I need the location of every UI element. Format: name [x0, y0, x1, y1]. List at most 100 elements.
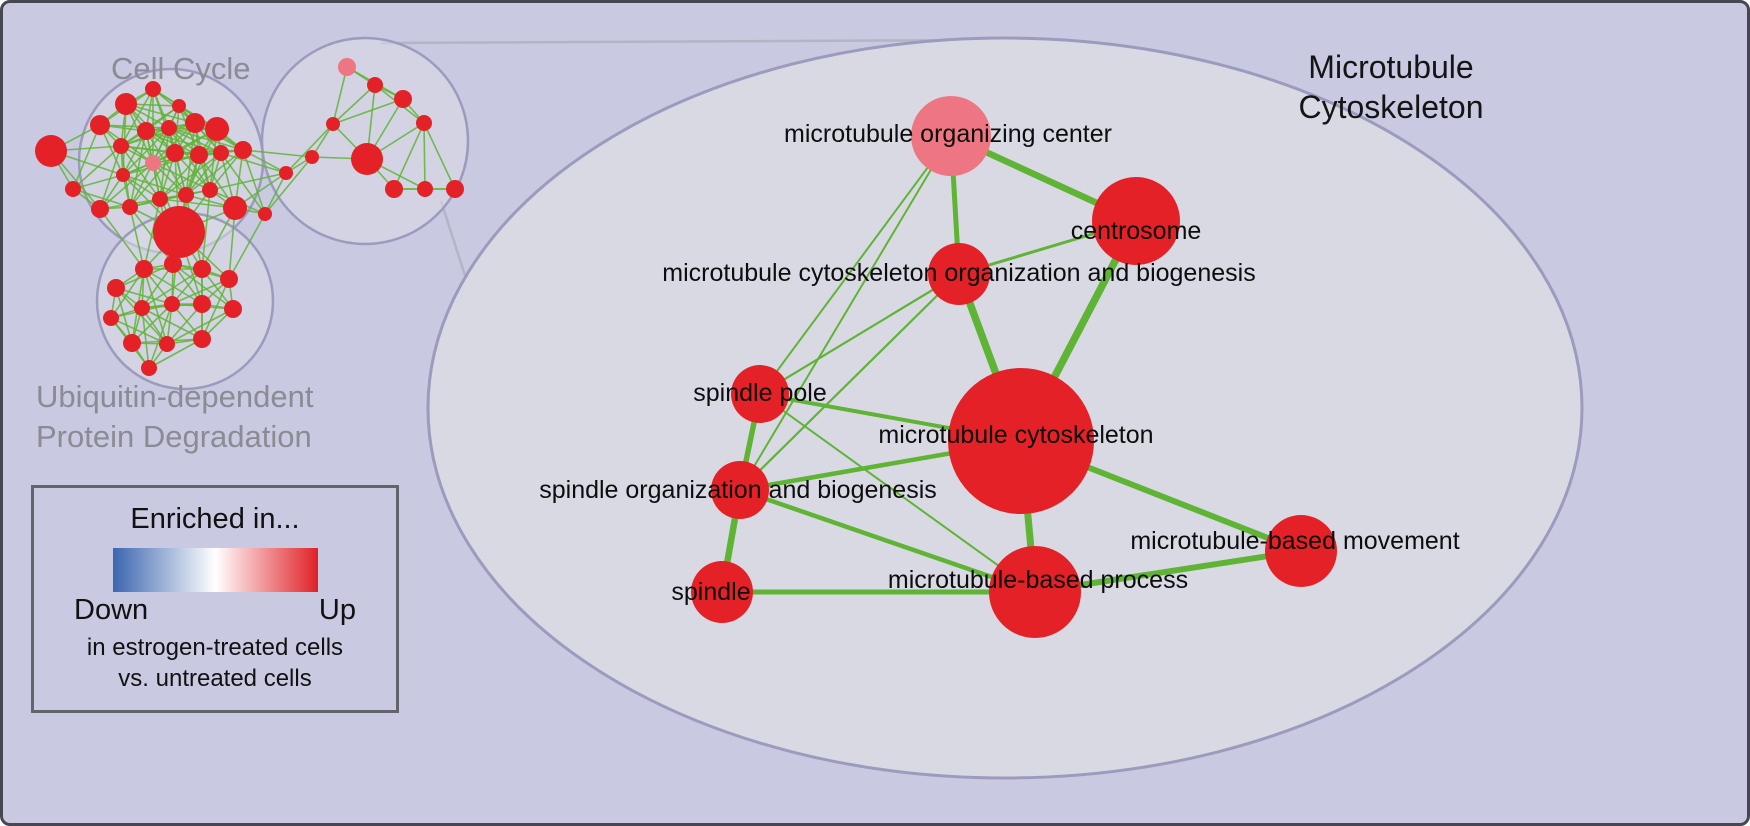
- mini-node: [35, 135, 67, 167]
- mini-edge: [148, 303, 173, 369]
- mini-edge: [423, 122, 456, 190]
- legend-caption-line2: vs. untreated cells: [118, 665, 312, 692]
- edge-spindle_pole-mbp: [759, 393, 1036, 593]
- mini-edge: [159, 152, 222, 200]
- mini-edge: [332, 84, 376, 125]
- mini-edge: [185, 149, 244, 196]
- mini-node: [166, 144, 184, 162]
- node-mbp: [989, 546, 1081, 638]
- mini-edge: [129, 206, 145, 270]
- cluster-circle-microtubule-small: [260, 36, 470, 246]
- mini-edge: [185, 152, 222, 196]
- mini-node: [115, 93, 137, 115]
- mini-node: [193, 260, 211, 278]
- mini-edge: [242, 149, 266, 215]
- mini-edge: [264, 156, 313, 215]
- mini-node: [213, 145, 229, 161]
- mini-node: [113, 138, 129, 154]
- mini-node: [367, 77, 383, 93]
- mini-node: [65, 181, 81, 197]
- cluster-title-cell-cycle-text: Cell Cycle: [111, 51, 251, 86]
- node-centrosome: [1092, 177, 1180, 265]
- mini-edge: [120, 88, 154, 147]
- detail-title-microtubule-cytoskeleton: Microtubule Cytoskeleton: [1281, 47, 1501, 127]
- legend-down-label: Down: [74, 594, 149, 626]
- legend-caption-line1: in estrogen-treated cells: [86, 634, 344, 661]
- mini-edge: [72, 124, 101, 190]
- cluster-title-ubiquitin: Ubiquitin-dependent Protein Degradation: [36, 377, 314, 457]
- cluster-title-cell-cycle: Cell Cycle: [111, 49, 251, 89]
- mini-node: [385, 180, 403, 198]
- detail-title-line1: Microtubule: [1308, 49, 1474, 85]
- node-spindle: [691, 561, 753, 623]
- mini-node: [141, 360, 157, 376]
- mini-node: [161, 120, 177, 136]
- mini-edge: [129, 162, 154, 208]
- mini-node: [90, 115, 110, 135]
- mini-node: [145, 155, 161, 171]
- legend-caption: in estrogen-treated cells vs. untreated …: [34, 632, 396, 694]
- mini-edge: [393, 122, 425, 190]
- mini-node: [351, 143, 383, 175]
- mini-edge: [141, 307, 150, 369]
- mini-edge: [115, 287, 173, 305]
- mini-node: [123, 334, 141, 352]
- mini-node: [205, 117, 229, 141]
- mini-node: [103, 310, 119, 326]
- mini-node: [116, 168, 130, 182]
- mini-edge: [159, 198, 236, 209]
- mini-node: [164, 255, 182, 273]
- edge-mco-spindle_pole: [758, 272, 961, 396]
- mini-edge: [141, 307, 203, 340]
- node-label-mc: microtubule cytoskeleton: [878, 421, 1153, 449]
- mini-edge: [110, 317, 168, 345]
- mini-node: [224, 300, 242, 318]
- mini-edge: [131, 303, 173, 344]
- mini-node: [134, 300, 150, 316]
- edge-oc-spindle_org: [739, 135, 952, 491]
- node-label-spindle_pole: spindle pole: [693, 379, 826, 407]
- mini-edge: [264, 172, 287, 215]
- mini-node: [258, 207, 272, 221]
- mini-node: [190, 146, 208, 164]
- mini-edge: [148, 338, 203, 369]
- mini-node: [153, 206, 205, 258]
- mini-node: [223, 196, 247, 220]
- mini-node: [178, 187, 194, 203]
- mini-edge: [72, 174, 124, 190]
- node-mco: [928, 243, 990, 305]
- zoom-connector-line: [380, 38, 1006, 45]
- mini-edge: [120, 145, 161, 200]
- mini-edge: [125, 103, 196, 124]
- mini-edge: [122, 127, 170, 176]
- mini-node: [279, 166, 293, 180]
- edge-oc-spindle_pole: [759, 135, 952, 395]
- mini-node: [193, 295, 211, 313]
- mini-edge: [242, 149, 313, 158]
- mini-node: [137, 122, 155, 140]
- node-label-centrosome: centrosome: [1071, 217, 1202, 245]
- mini-node: [394, 90, 412, 108]
- mini-node: [185, 113, 205, 133]
- mini-edge: [99, 124, 170, 129]
- mini-edge: [285, 123, 334, 174]
- mini-node: [234, 141, 252, 159]
- mini-edge: [72, 145, 122, 190]
- node-spindle_pole: [731, 365, 789, 423]
- mini-edge: [99, 162, 154, 210]
- edge-spindle_org-mbp: [737, 487, 1038, 595]
- mini-node: [122, 199, 138, 215]
- mini-edge: [228, 213, 266, 280]
- mini-edge: [220, 152, 287, 174]
- mini-edge: [171, 278, 230, 305]
- mini-edge: [166, 308, 234, 345]
- detail-title-line2: Cytoskeleton: [1298, 89, 1484, 125]
- mini-edge: [423, 122, 426, 190]
- mini-node: [107, 279, 125, 297]
- mini-edge: [168, 127, 244, 151]
- mini-edge: [99, 208, 145, 270]
- mini-edge: [172, 263, 234, 310]
- mini-node: [91, 200, 109, 218]
- cluster-title-ubiquitin-line2: Protein Degradation: [36, 419, 312, 454]
